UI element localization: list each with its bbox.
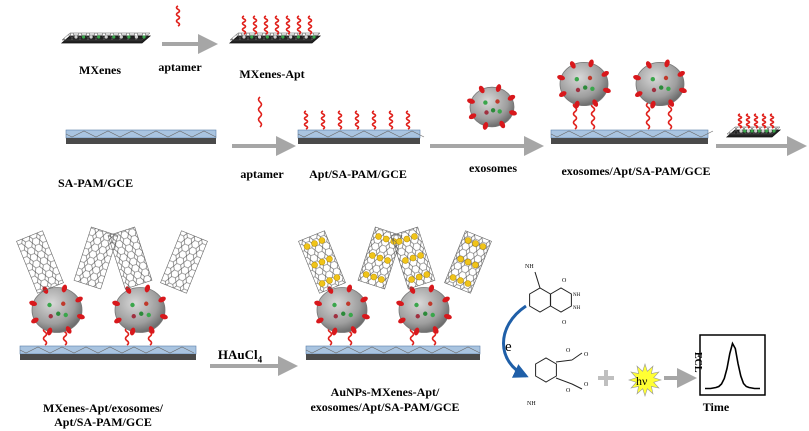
mxene-gold-4 — [444, 230, 492, 294]
mxene-sheet-bare — [60, 32, 152, 44]
mxene-gold-2 — [357, 226, 403, 290]
ecl-axis-label: ECL — [692, 352, 703, 373]
plus-sign — [598, 370, 614, 386]
mxene-tilt-3 — [107, 226, 153, 290]
mxene-tilt-2 — [73, 226, 119, 290]
aminophthalate-o3: O — [566, 388, 571, 394]
electrode-apt — [297, 110, 425, 144]
aptamer-strand — [405, 110, 411, 130]
electrode-exosomes — [550, 102, 714, 144]
label-aptamer-top: aptamer — [158, 60, 202, 74]
label-aptamer-mid: aptamer — [240, 167, 284, 181]
luminol-nh2-bond — [534, 271, 541, 289]
hv-label: hν — [636, 374, 648, 388]
exosome-bottom-2 — [112, 284, 168, 336]
aminophthalate-nh2: NH — [527, 401, 536, 407]
aptamer-strand — [645, 102, 651, 130]
aptamer-strand — [320, 110, 326, 130]
aptamer-strand — [303, 110, 309, 130]
aptamer-strand — [769, 113, 775, 129]
label-sa-pam-gce: SA-PAM/GCE — [58, 176, 134, 190]
aptamer-strand — [241, 15, 247, 35]
aptamer-strand — [285, 15, 291, 35]
aptamer-strand — [274, 15, 280, 35]
exosome-bottom-1 — [29, 284, 85, 336]
aptamer-strand — [296, 15, 302, 35]
aptamer-strand — [590, 102, 596, 130]
mxene-tilt-1 — [16, 230, 64, 294]
electron-label: e — [505, 339, 512, 355]
mxene-gold-3 — [390, 226, 436, 290]
luminol-o-top: O — [562, 278, 567, 284]
aptamer-strand — [371, 110, 377, 130]
label-mxenes-apt: MXenes-Apt — [239, 67, 305, 81]
label-aunps-line1: AuNPs-MXenes-Apt/ — [330, 385, 440, 399]
electron-transfer-arrow — [502, 304, 529, 378]
aptamer-strand — [388, 110, 394, 130]
label-mxenes: MXenes — [79, 63, 121, 77]
label-exosomes: exosomes — [469, 161, 517, 175]
aptamer-strand — [337, 110, 343, 130]
mxene-apt-sheet — [228, 15, 322, 44]
luminol-benzene-ring — [529, 287, 551, 313]
aptamer-strand — [263, 15, 269, 35]
exosome-bound-2 — [633, 59, 687, 109]
exosome-aunps-1 — [314, 284, 370, 336]
exosome-bound-1 — [557, 59, 611, 109]
label-aunps-line2: exosomes/Apt/SA-PAM/GCE — [310, 400, 460, 414]
exosome-aunps-2 — [396, 284, 452, 336]
luminol-o-bot: O — [562, 320, 567, 326]
aptamer-strand — [753, 113, 759, 129]
label-exosomes-apt: exosomes/Apt/SA-PAM/GCE — [561, 164, 711, 178]
aminophthalate-o2: O — [584, 352, 589, 358]
electrode-sa-pam — [65, 129, 217, 144]
ecl-series-line — [705, 341, 760, 390]
aptamer-strand — [745, 113, 751, 129]
label-apt-sa-pam-gce: Apt/SA-PAM/GCE — [309, 167, 407, 181]
exosome-free — [467, 84, 517, 130]
aminophthalate-o1: O — [566, 348, 571, 354]
luminol-nh-a: NH — [573, 293, 581, 298]
mxene-apt-reagent — [725, 113, 782, 138]
aptamer-strand — [737, 113, 743, 129]
label-mxenes-apt-exosomes-line2: Apt/SA-PAM/GCE — [54, 415, 152, 429]
aptamer-strand — [257, 96, 263, 128]
aptamer-strand — [667, 102, 673, 130]
mxene-tilt-4 — [160, 230, 208, 294]
luminol-nh2: NH — [525, 264, 534, 270]
label-time-axis: Time — [702, 400, 730, 414]
hv-star — [628, 363, 662, 397]
aminophthalate-ring — [535, 357, 557, 383]
aminophthalate-o4: O — [584, 382, 589, 388]
aptamer-strand — [307, 15, 313, 35]
aptamer-strand — [252, 15, 258, 35]
luminol-hetero-ring — [550, 287, 572, 313]
aminophthalate-bonds — [555, 352, 583, 390]
mxene-gold-1 — [298, 230, 346, 294]
aptamer-strand — [354, 110, 360, 130]
luminol-nh-b: NH — [573, 306, 581, 311]
label-mxenes-apt-exosomes-line1: MXenes-Apt/exosomes/ — [43, 401, 163, 415]
aptamer-strand — [761, 113, 767, 129]
aptamer-strand — [175, 5, 181, 27]
label-haucl4: HAuCl4 — [217, 347, 263, 365]
